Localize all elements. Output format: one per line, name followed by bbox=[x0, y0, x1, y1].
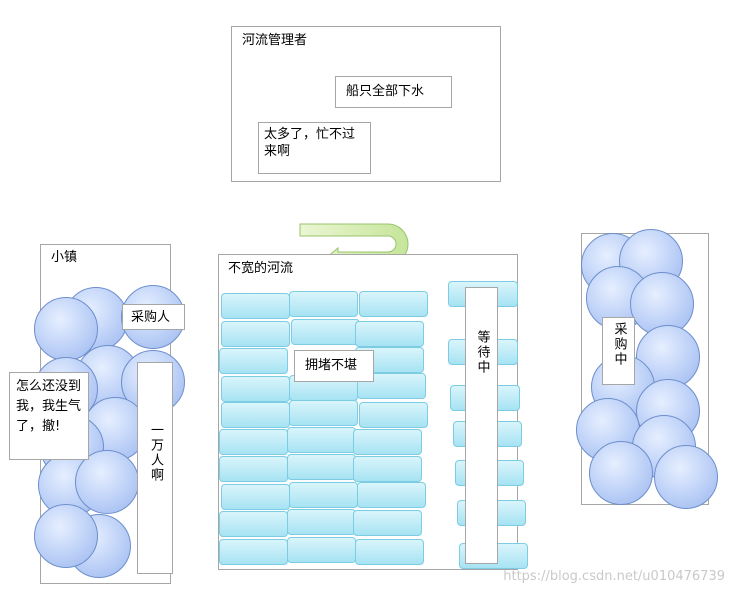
boat bbox=[289, 400, 358, 426]
boat bbox=[221, 321, 290, 347]
waiting-label-box: 等待中 bbox=[465, 287, 498, 564]
boat bbox=[221, 293, 290, 319]
boat bbox=[287, 427, 356, 453]
boat bbox=[353, 456, 422, 482]
watermark: https://blog.csdn.net/u010476739 bbox=[503, 569, 725, 584]
person-circle bbox=[34, 504, 98, 568]
boat bbox=[219, 539, 288, 565]
boat bbox=[291, 319, 360, 345]
boat bbox=[219, 429, 288, 455]
boat bbox=[355, 321, 424, 347]
boat bbox=[353, 429, 422, 455]
boat bbox=[219, 511, 288, 537]
boat bbox=[287, 509, 356, 535]
buying-label-box: 采购中 bbox=[602, 317, 635, 385]
buying-label: 采购中 bbox=[611, 322, 627, 367]
boat bbox=[221, 484, 290, 510]
person-circle bbox=[589, 441, 653, 505]
crowd-label-box: 一万人啊 bbox=[137, 362, 173, 574]
boat bbox=[219, 456, 288, 482]
town-title: 小镇 bbox=[51, 250, 78, 265]
boat bbox=[353, 510, 422, 536]
person-circle bbox=[75, 450, 139, 514]
boat bbox=[287, 537, 356, 563]
manager-order-box: 船只全部下水 bbox=[335, 76, 452, 108]
boat bbox=[359, 291, 428, 317]
buyer-label-box: 采购人 bbox=[122, 304, 185, 330]
manager-title: 河流管理者 bbox=[242, 33, 308, 48]
person-circle bbox=[654, 445, 718, 509]
boat bbox=[357, 482, 426, 508]
boat bbox=[289, 482, 358, 508]
waiting-label: 等待中 bbox=[474, 330, 490, 375]
river-title: 不宽的河流 bbox=[228, 261, 294, 276]
angry-customer-box: 怎么还没到我，我生气了，撤! bbox=[9, 372, 89, 460]
boat bbox=[287, 454, 356, 480]
manager-complaint-box: 太多了，忙不过来啊 bbox=[258, 122, 371, 174]
crowd-label: 一万人啊 bbox=[148, 423, 163, 483]
boat bbox=[355, 539, 424, 565]
boat bbox=[221, 376, 290, 402]
boat bbox=[359, 402, 428, 428]
boat bbox=[221, 402, 290, 428]
boat bbox=[289, 291, 358, 317]
jam-label-box: 拥堵不堪 bbox=[294, 350, 374, 382]
boat bbox=[219, 348, 288, 374]
